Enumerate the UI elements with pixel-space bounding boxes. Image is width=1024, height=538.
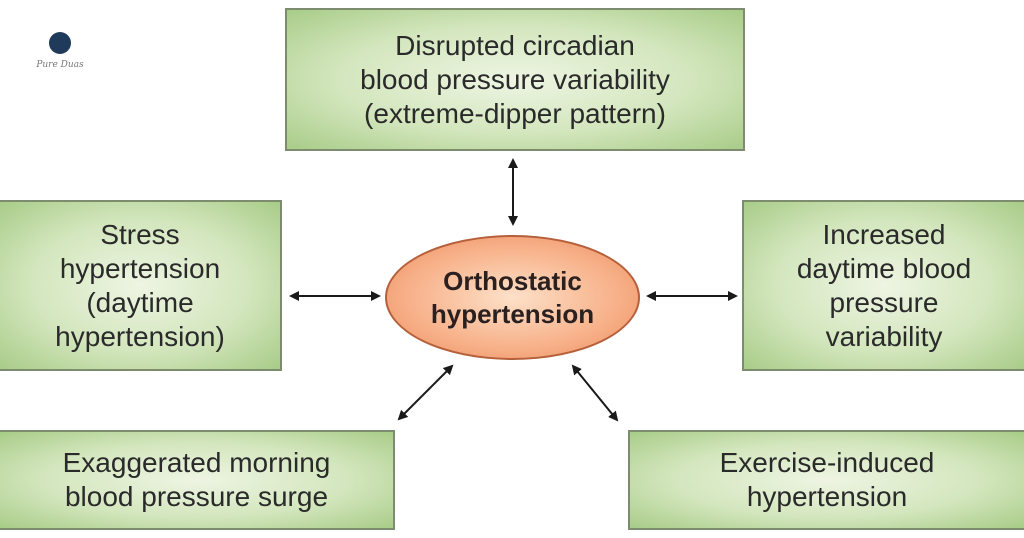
box-daytime-variability: Increased daytime blood pressure variabi… — [742, 200, 1024, 371]
box-label: Exercise-induced hypertension — [719, 447, 935, 512]
box-label: Exaggerated morning blood pressure surge — [62, 447, 331, 512]
center-node-orthostatic-hypertension: Orthostatic hypertension — [385, 235, 640, 360]
box-morning-surge: Exaggerated morning blood pressure surge — [0, 430, 395, 530]
pure-duas-logo: Pure Duas — [30, 32, 90, 70]
logo-text: Pure Duas — [36, 60, 84, 70]
arrow-bottom-right — [571, 364, 619, 422]
box-label: Disrupted circadian blood pressure varia… — [360, 29, 670, 129]
logo-icon — [49, 32, 71, 54]
box-stress-hypertension: Stress hypertension (daytime hypertensio… — [0, 200, 282, 371]
box-exercise-hypertension: Exercise-induced hypertension — [628, 430, 1024, 530]
box-label: Increased daytime blood pressure variabi… — [796, 218, 972, 352]
box-circadian-variability: Disrupted circadian blood pressure varia… — [285, 8, 745, 151]
box-label: Stress hypertension (daytime hypertensio… — [55, 218, 225, 352]
arrow-bottom-left — [397, 364, 454, 421]
center-label: Orthostatic hypertension — [430, 265, 595, 329]
